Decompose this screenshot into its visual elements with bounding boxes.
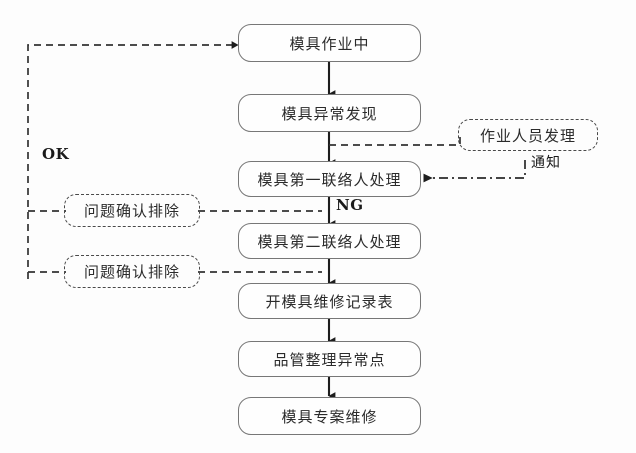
node-label: 品管整理异常点 (273, 350, 386, 369)
label-ng: NG (336, 196, 364, 214)
node-label: 模具第二联络人处理 (257, 232, 402, 251)
node-issue-confirmed-cleared-2[interactable]: 问题确认排除 (64, 255, 200, 288)
node-first-contact-handling[interactable]: 模具第一联络人处理 (238, 161, 421, 197)
label-notify: 通知 (531, 152, 561, 172)
node-label: 模具专案维修 (281, 407, 378, 426)
node-operator-handling[interactable]: 作业人员发理 (458, 119, 598, 151)
node-abnormality-found[interactable]: 模具异常发现 (238, 94, 421, 132)
node-label: 模具作业中 (289, 34, 370, 53)
node-label: 模具第一联络人处理 (257, 170, 402, 189)
label-ok-text: OK (42, 145, 70, 163)
label-ng-text: NG (336, 196, 364, 214)
node-label: 问题确认排除 (83, 263, 180, 281)
label-ok: OK (42, 145, 69, 163)
node-special-project-repair[interactable]: 模具专案维修 (238, 397, 421, 435)
node-label: 开模具维修记录表 (265, 292, 394, 311)
node-label: 模具异常发现 (281, 104, 378, 123)
node-mold-operation[interactable]: 模具作业中 (238, 24, 421, 62)
node-label: 问题确认排除 (83, 202, 180, 220)
node-open-repair-record[interactable]: 开模具维修记录表 (238, 283, 421, 319)
node-issue-confirmed-cleared-1[interactable]: 问题确认排除 (64, 194, 200, 227)
node-qc-collate-issues[interactable]: 品管整理异常点 (238, 341, 421, 377)
node-label: 作业人员发理 (479, 126, 576, 145)
edge-notify-n3 (423, 160, 526, 183)
label-notify-text: 通知 (531, 155, 561, 171)
edge-n3-notify-up (329, 133, 461, 146)
node-second-contact-handling[interactable]: 模具第二联络人处理 (238, 223, 421, 259)
